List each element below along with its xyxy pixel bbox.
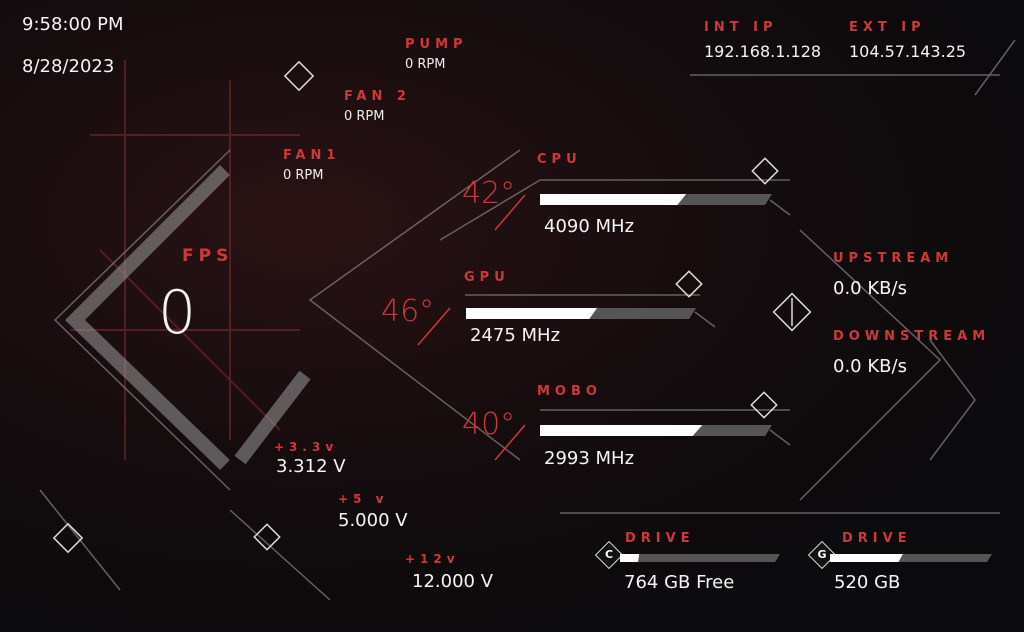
v12-value: 12.000 V (412, 571, 494, 592)
v33-value: 3.312 V (276, 456, 346, 477)
drive-g-letter: G (817, 548, 827, 561)
gpu-load-fill (466, 308, 598, 319)
gpu-clock: 2475 MHz (470, 325, 561, 346)
ext-ip-value: 104.57.143.25 (849, 42, 967, 61)
fan1-value: 0 RPM (283, 168, 324, 183)
drive-g-label: DRIVE (842, 531, 912, 546)
fps-label: FPS (182, 246, 234, 266)
v5-label: +5 v (338, 492, 389, 506)
mobo-load-bar (540, 425, 772, 436)
gpu-temp: 46° (381, 294, 435, 329)
mobo-clock: 2993 MHz (544, 448, 635, 469)
drive-g-fill (830, 554, 903, 562)
fan1-label: FAN1 (283, 148, 341, 163)
drive-c-fill (620, 554, 640, 562)
network-icon (772, 292, 812, 332)
gpu-icon (675, 270, 703, 298)
int-ip-label: INT IP (704, 20, 778, 35)
cpu-temp: 42° (462, 176, 516, 211)
fan2-label: FAN 2 (344, 89, 411, 104)
v5-value: 5.000 V (338, 510, 408, 531)
fps-value: 0 (158, 278, 197, 348)
cpu-clock: 4090 MHz (544, 216, 635, 237)
cpu-icon (751, 157, 779, 185)
fan2-value: 0 RPM (344, 109, 385, 124)
upstream-label: UPSTREAM (833, 251, 954, 266)
clock-date: 8/28/2023 (22, 56, 115, 77)
v33-label: +3.3v (274, 440, 339, 454)
cpu-load-bar (540, 194, 772, 205)
pump-label: PUMP (405, 37, 468, 52)
downstream-label: DOWNSTREAM (833, 329, 991, 344)
cpu-label: CPU (537, 152, 582, 167)
pump-icon (283, 60, 315, 92)
drive-g-bar (830, 554, 992, 562)
mobo-load-fill (540, 425, 703, 436)
mobo-label: MOBO (537, 384, 602, 399)
drive-g-value: 520 GB (834, 572, 901, 593)
drive-c-letter: C (604, 548, 614, 561)
drive-c-label: DRIVE (625, 531, 695, 546)
cpu-load-fill (540, 194, 687, 205)
v12-label: +12v (405, 552, 460, 566)
drive-c-bar (620, 554, 780, 562)
int-ip-value: 192.168.1.128 (704, 42, 822, 61)
clock-time: 9:58:00 PM (22, 14, 124, 35)
gpu-label: GPU (464, 270, 510, 285)
upstream-value: 0.0 KB/s (833, 278, 907, 299)
mobo-icon (750, 391, 778, 419)
ext-ip-label: EXT IP (849, 20, 926, 35)
mobo-temp: 40° (462, 407, 516, 442)
downstream-value: 0.0 KB/s (833, 356, 907, 377)
gpu-load-bar (466, 308, 696, 319)
pump-value: 0 RPM (405, 57, 446, 72)
drive-c-value: 764 GB Free (624, 572, 735, 593)
